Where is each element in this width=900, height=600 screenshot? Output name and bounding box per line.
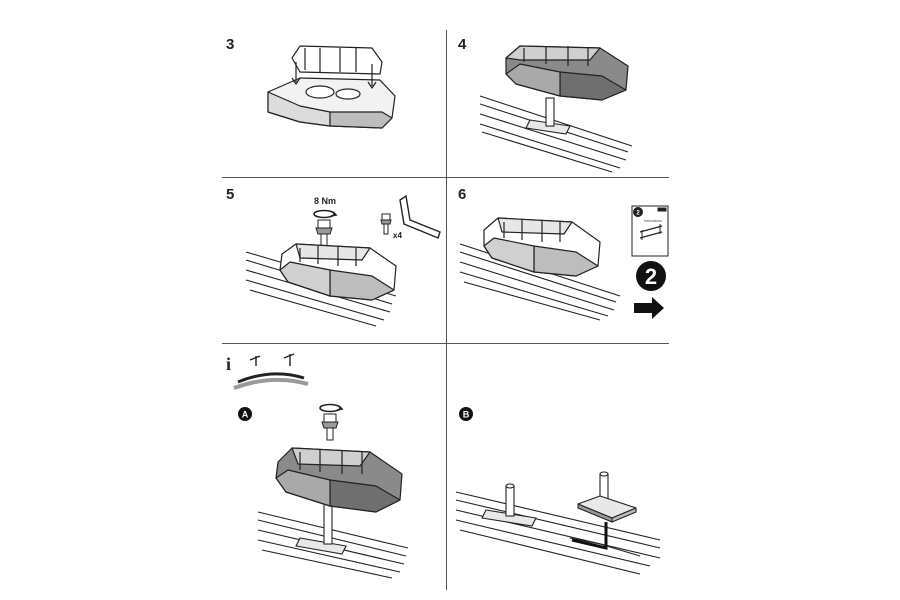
next-step-badge (636, 261, 666, 291)
step-6-number: 6 (458, 186, 467, 203)
allen-key-icon (399, 194, 441, 239)
booklet-title: Instructions (644, 219, 662, 223)
step-4-number: 4 (458, 36, 467, 53)
booklet-step-number: 2 (636, 211, 640, 217)
rotate-arrow-icon (313, 209, 338, 219)
instruction-booklet-icon (631, 205, 669, 257)
torque-label: 8 Nm (314, 196, 336, 206)
variant-b-label: B (463, 410, 470, 420)
next-step-number: 2 (645, 264, 657, 289)
insert-direction-arrow (571, 522, 608, 550)
step-5-number: 5 (226, 186, 235, 203)
next-arrow-icon (634, 297, 664, 319)
horizontal-divider-middle (222, 343, 669, 344)
variant-b-marker (459, 407, 473, 421)
variant-a-label: A (242, 410, 249, 420)
horizontal-divider-top (222, 177, 669, 178)
small-bolt-icon (380, 213, 392, 235)
step-3-number: 3 (226, 36, 235, 53)
variant-a-marker (238, 407, 252, 421)
info-icon: i (226, 354, 231, 374)
quantity-label: x4 (393, 231, 402, 240)
vertical-divider (446, 30, 447, 590)
